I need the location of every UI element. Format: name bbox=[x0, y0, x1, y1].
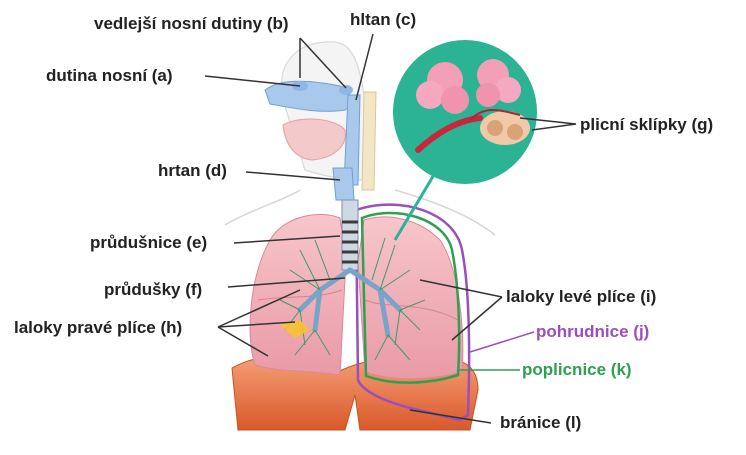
label-plicni-sklipky: plicní sklípky (g) bbox=[580, 115, 713, 135]
left-lung bbox=[358, 217, 463, 379]
label-laloky-prave-plice: laloky pravé plíce (h) bbox=[14, 318, 182, 338]
label-branice: bránice (l) bbox=[500, 413, 581, 433]
label-pohrudnice: pohrudnice (j) bbox=[536, 322, 649, 342]
label-prudusnice: průdušnice (e) bbox=[90, 233, 207, 253]
label-hltan: hltan (c) bbox=[350, 10, 416, 30]
label-poplicnice: poplicnice (k) bbox=[522, 360, 632, 380]
label-hrtan: hrtan (d) bbox=[158, 161, 227, 181]
label-laloky-leve-plice: laloky levé plíce (i) bbox=[506, 287, 656, 307]
spine bbox=[362, 92, 376, 190]
body-outline bbox=[225, 190, 495, 235]
label-dutina-nosni: dutina nosní (a) bbox=[46, 66, 173, 86]
larynx bbox=[333, 168, 354, 200]
label-prudusky: průdušky (f) bbox=[104, 280, 202, 300]
alveoli-inset-circle bbox=[393, 40, 537, 184]
trachea bbox=[342, 200, 358, 270]
nasal-cavity bbox=[265, 81, 351, 111]
label-vedlejsi-nosni-dutiny: vedlejší nosní dutiny (b) bbox=[94, 14, 289, 34]
sinus-right bbox=[339, 85, 353, 95]
pohrudnice-leader bbox=[470, 332, 534, 352]
